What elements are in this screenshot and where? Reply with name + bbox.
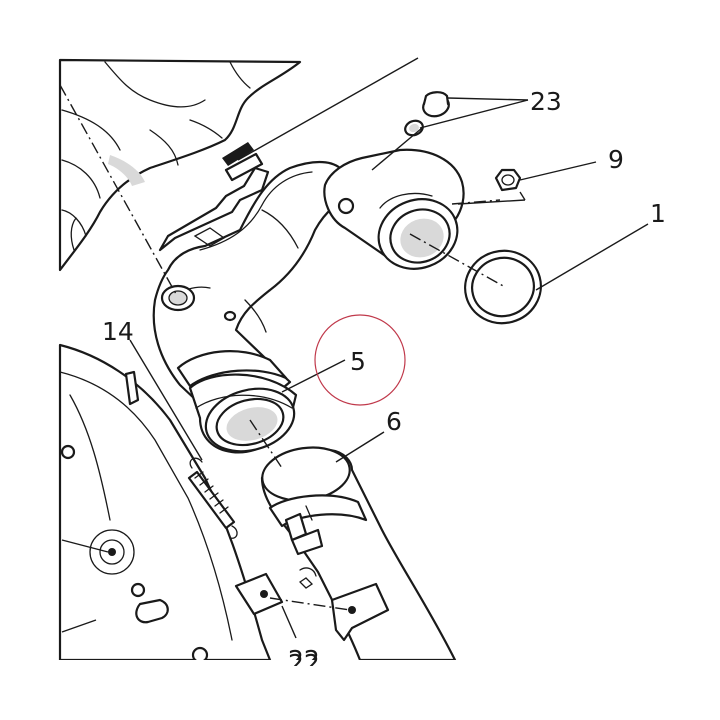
highlight-circle [314, 314, 406, 406]
bottom-mask [0, 660, 720, 720]
link-pipe [260, 446, 457, 662]
tension-spring [187, 457, 238, 539]
header-pipe [152, 160, 360, 454]
callout-14: 14 [102, 317, 134, 346]
centre-lines [59, 84, 506, 611]
leader-lines [61, 57, 649, 639]
callout-6: 6 [386, 407, 402, 436]
callout-1: 1 [650, 199, 666, 228]
frame-top-left [58, 58, 302, 272]
callout-9: 9 [608, 145, 624, 174]
cylinder-flange [323, 148, 465, 270]
callout-23: 23 [530, 87, 562, 116]
silencer-body [58, 343, 272, 664]
sensor-clip [222, 142, 264, 182]
plug-and-washer [404, 91, 450, 137]
mounting-bracket [234, 572, 314, 616]
gasket-ring [464, 249, 542, 325]
callout-5: 5 [350, 347, 366, 376]
flange-nut [494, 168, 522, 192]
